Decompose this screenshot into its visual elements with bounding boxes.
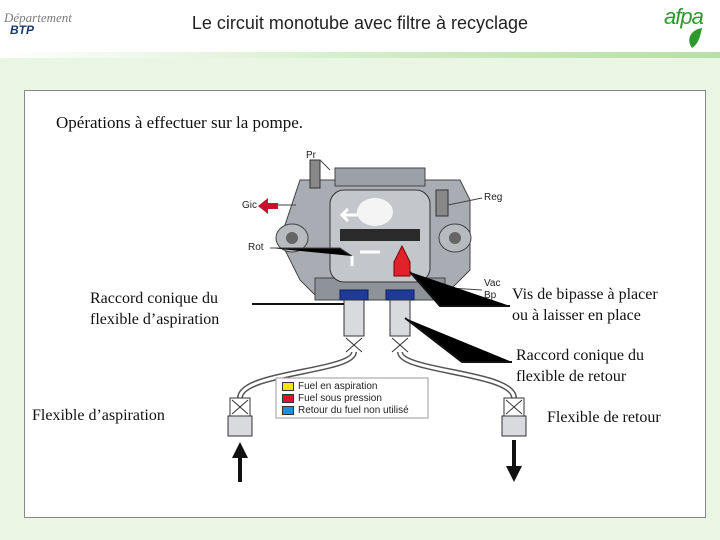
pump-body bbox=[275, 167, 472, 301]
return-hose-end bbox=[501, 397, 527, 437]
label-reg: Reg bbox=[484, 192, 503, 203]
logo-left-line1: Département bbox=[4, 10, 72, 25]
callout-line: Raccord conique du bbox=[516, 347, 644, 364]
legend-swatch-blue bbox=[282, 405, 294, 415]
callout-line: ou à laisser en place bbox=[512, 307, 641, 324]
logo-afpa-text: afpa bbox=[664, 4, 704, 29]
legend-swatch-yellow bbox=[282, 381, 294, 391]
legend-label: Fuel sous pression bbox=[298, 392, 382, 404]
leader-bypass-screw bbox=[409, 271, 510, 307]
leaf-icon bbox=[689, 28, 702, 48]
reg-screw bbox=[435, 189, 449, 217]
callout-line: Raccord conique du bbox=[90, 290, 218, 307]
label-rot: Rot bbox=[248, 242, 264, 253]
diagram-heading: Opérations à effectuer sur la pompe. bbox=[56, 113, 304, 132]
legend-label: Retour du fuel non utilisé bbox=[298, 404, 409, 416]
label-gic: Gic bbox=[242, 200, 257, 211]
callout-line: Vis de bipasse à placer bbox=[512, 286, 658, 303]
down-arrow-icon bbox=[506, 440, 522, 482]
legend-label: Fuel en aspiration bbox=[298, 380, 378, 392]
label-pr: Pr bbox=[306, 150, 316, 161]
header-bar bbox=[0, 0, 720, 52]
return-fitting bbox=[385, 289, 415, 353]
logo-afpa: afpa bbox=[662, 4, 714, 50]
legend-swatch-red bbox=[282, 393, 294, 403]
page-title: Le circuit monotube avec filtre à recycl… bbox=[191, 13, 529, 33]
label-vac: Vac bbox=[484, 278, 501, 289]
callout-return-hose: Flexible de retour bbox=[547, 409, 661, 426]
diagram-panel bbox=[24, 90, 706, 518]
legend-item-retour: Retour du fuel non utilisé bbox=[282, 404, 409, 416]
up-arrow-icon bbox=[232, 442, 248, 482]
callout-suction-hose: Flexible d’aspiration bbox=[32, 407, 165, 424]
callout-suction-fitting: Raccord conique du flexible d’aspiration bbox=[90, 288, 219, 330]
legend: Fuel en aspiration Fuel sous pression Re… bbox=[282, 380, 409, 416]
pressure-port bbox=[309, 159, 321, 189]
leader-return-fitting bbox=[404, 317, 512, 363]
header-band bbox=[0, 52, 720, 58]
logo-departement-btp: Département BTP bbox=[4, 10, 72, 42]
label-bp: Bp bbox=[484, 290, 497, 301]
legend-box bbox=[275, 377, 429, 419]
logo-left-line2: BTP bbox=[10, 23, 34, 37]
callout-return-fitting: Raccord conique du flexible de retour bbox=[516, 345, 644, 387]
callout-bypass-screw: Vis de bipasse à placer ou à laisser en … bbox=[512, 284, 658, 326]
legend-item-aspiration: Fuel en aspiration bbox=[282, 380, 409, 392]
callout-line: flexible d’aspiration bbox=[90, 311, 220, 328]
suction-hose-end bbox=[227, 397, 253, 437]
suction-fitting bbox=[339, 289, 369, 353]
callout-line: flexible de retour bbox=[516, 368, 627, 385]
legend-item-pression: Fuel sous pression bbox=[282, 392, 409, 404]
